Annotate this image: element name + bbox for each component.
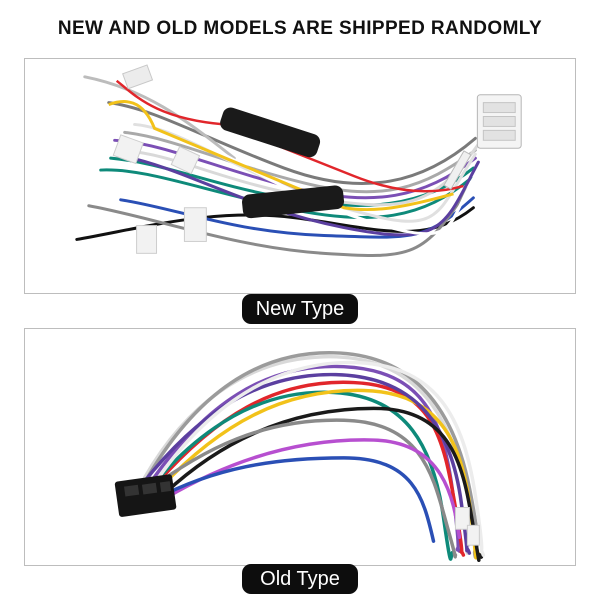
new-type-label: New Type [242, 294, 358, 324]
old-type-photo [24, 328, 576, 566]
headline: NEW AND OLD MODELS ARE SHIPPED RANDOMLY [57, 18, 543, 39]
new-type-harness-illustration [75, 64, 522, 257]
new-type-photo [24, 58, 576, 294]
fuse-holder [220, 107, 321, 158]
harness-connector [114, 474, 177, 517]
old-type-harness-illustration [114, 351, 486, 563]
old-type-label: Old Type [242, 564, 358, 594]
fuse-holder [242, 185, 345, 219]
harness-connector [476, 94, 522, 149]
